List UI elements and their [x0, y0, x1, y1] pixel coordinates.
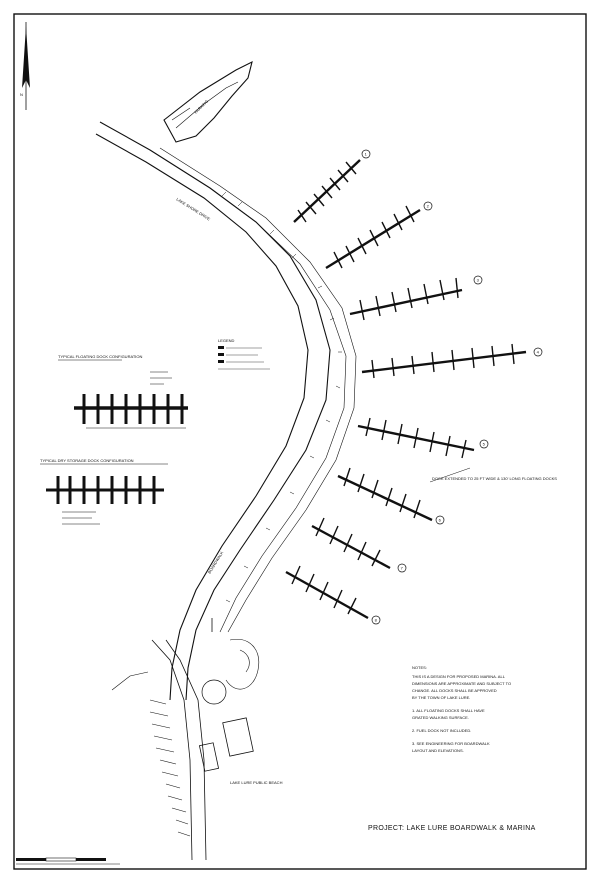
sheet-border: [13, 13, 587, 870]
legend-title: LEGEND: [218, 338, 235, 343]
lot-label: LAKE LURE PUBLIC BEACH: [230, 780, 283, 785]
dock-3: [349, 277, 463, 321]
dock-7: [311, 517, 391, 570]
notes-block: NOTES: THIS IS A DESIGN FOR PROPOSED MAR…: [412, 665, 511, 753]
dock-5: [357, 417, 475, 459]
note-line: CHANGE. ALL DOCKS SHALL BE APPROVED: [412, 688, 497, 693]
scale-bar: [16, 857, 120, 865]
typical-floating-dock-section: TYPICAL FLOATING DOCK CONFIGURATION: [58, 354, 188, 429]
note-line: DIMENSIONS ARE APPROXIMATE AND SUBJECT T…: [412, 681, 511, 686]
dock-6: [337, 467, 433, 522]
shoreline-and-boardwalk: LAKE SHORE DRIVE BOARDWALK: [95, 121, 357, 701]
parking-area: PARKING: [163, 60, 253, 143]
north-arrow-icon: N: [20, 22, 30, 110]
note-line: 1. ALL FLOATING DOCKS SHALL HAVE: [412, 708, 485, 713]
svg-text:7: 7: [401, 566, 404, 571]
north-label: N: [20, 92, 23, 97]
parking-label: PARKING: [193, 99, 209, 115]
dock-4: [361, 343, 527, 379]
note-line: BY THE TOWN OF LAKE LURE.: [412, 695, 470, 700]
note-line: 3. SEE ENGINEERING FOR BOARDWALK: [412, 741, 490, 746]
section-2-title: TYPICAL DRY STORAGE DOCK CONFIGURATION: [40, 458, 134, 463]
svg-text:5: 5: [483, 442, 486, 447]
legend: LEGEND: [218, 338, 270, 370]
dock-marker-7: 7: [397, 563, 407, 573]
note-line: THIS IS A DESIGN FOR PROPOSED MARINA. AL…: [412, 674, 506, 679]
dock-callout: DOCK EXTENDED TO 25 FT WIDE & 130' LONG …: [429, 467, 557, 483]
notes-heading: NOTES:: [412, 665, 427, 670]
dock-marker-4: 4: [533, 347, 543, 357]
svg-text:2: 2: [427, 204, 430, 209]
project-title: PROJECT: LAKE LURE BOARDWALK & MARINA: [368, 825, 536, 832]
docks: [285, 159, 527, 620]
typical-dry-storage-section: TYPICAL DRY STORAGE DOCK CONFIGURATION: [40, 458, 168, 525]
svg-text:4: 4: [537, 350, 540, 355]
dock-markers: 1 2 3 4 5 6 7 8: [361, 149, 543, 625]
boardwalk-label: BOARDWALK: [207, 550, 225, 574]
svg-text:1: 1: [365, 152, 368, 157]
section-1-title: TYPICAL FLOATING DOCK CONFIGURATION: [58, 354, 142, 359]
dock-1: [293, 159, 361, 223]
dock-marker-3: 3: [473, 275, 483, 285]
note-line: 2. FUEL DOCK NOT INCLUDED.: [412, 728, 471, 733]
dock-marker-8: 8: [371, 615, 381, 625]
dock-2: [325, 205, 421, 270]
svg-text:3: 3: [477, 278, 480, 283]
dock-marker-5: 5: [479, 439, 489, 449]
dock-marker-6: 6: [435, 515, 445, 525]
dock-callout-text: DOCK EXTENDED TO 25 FT WIDE & 130' LONG …: [432, 476, 557, 481]
note-line: GRATED WALKING SURFACE.: [412, 715, 469, 720]
lower-site-area: LAKE LURE PUBLIC BEACH: [111, 618, 283, 861]
svg-text:8: 8: [375, 618, 378, 623]
dock-8: [285, 565, 369, 620]
road-label: LAKE SHORE DRIVE: [175, 197, 211, 222]
note-line: LAYOUT AND ELEVATIONS.: [412, 748, 464, 753]
dock-marker-1: 1: [361, 149, 371, 159]
svg-text:6: 6: [439, 518, 442, 523]
dock-marker-2: 2: [423, 201, 433, 211]
